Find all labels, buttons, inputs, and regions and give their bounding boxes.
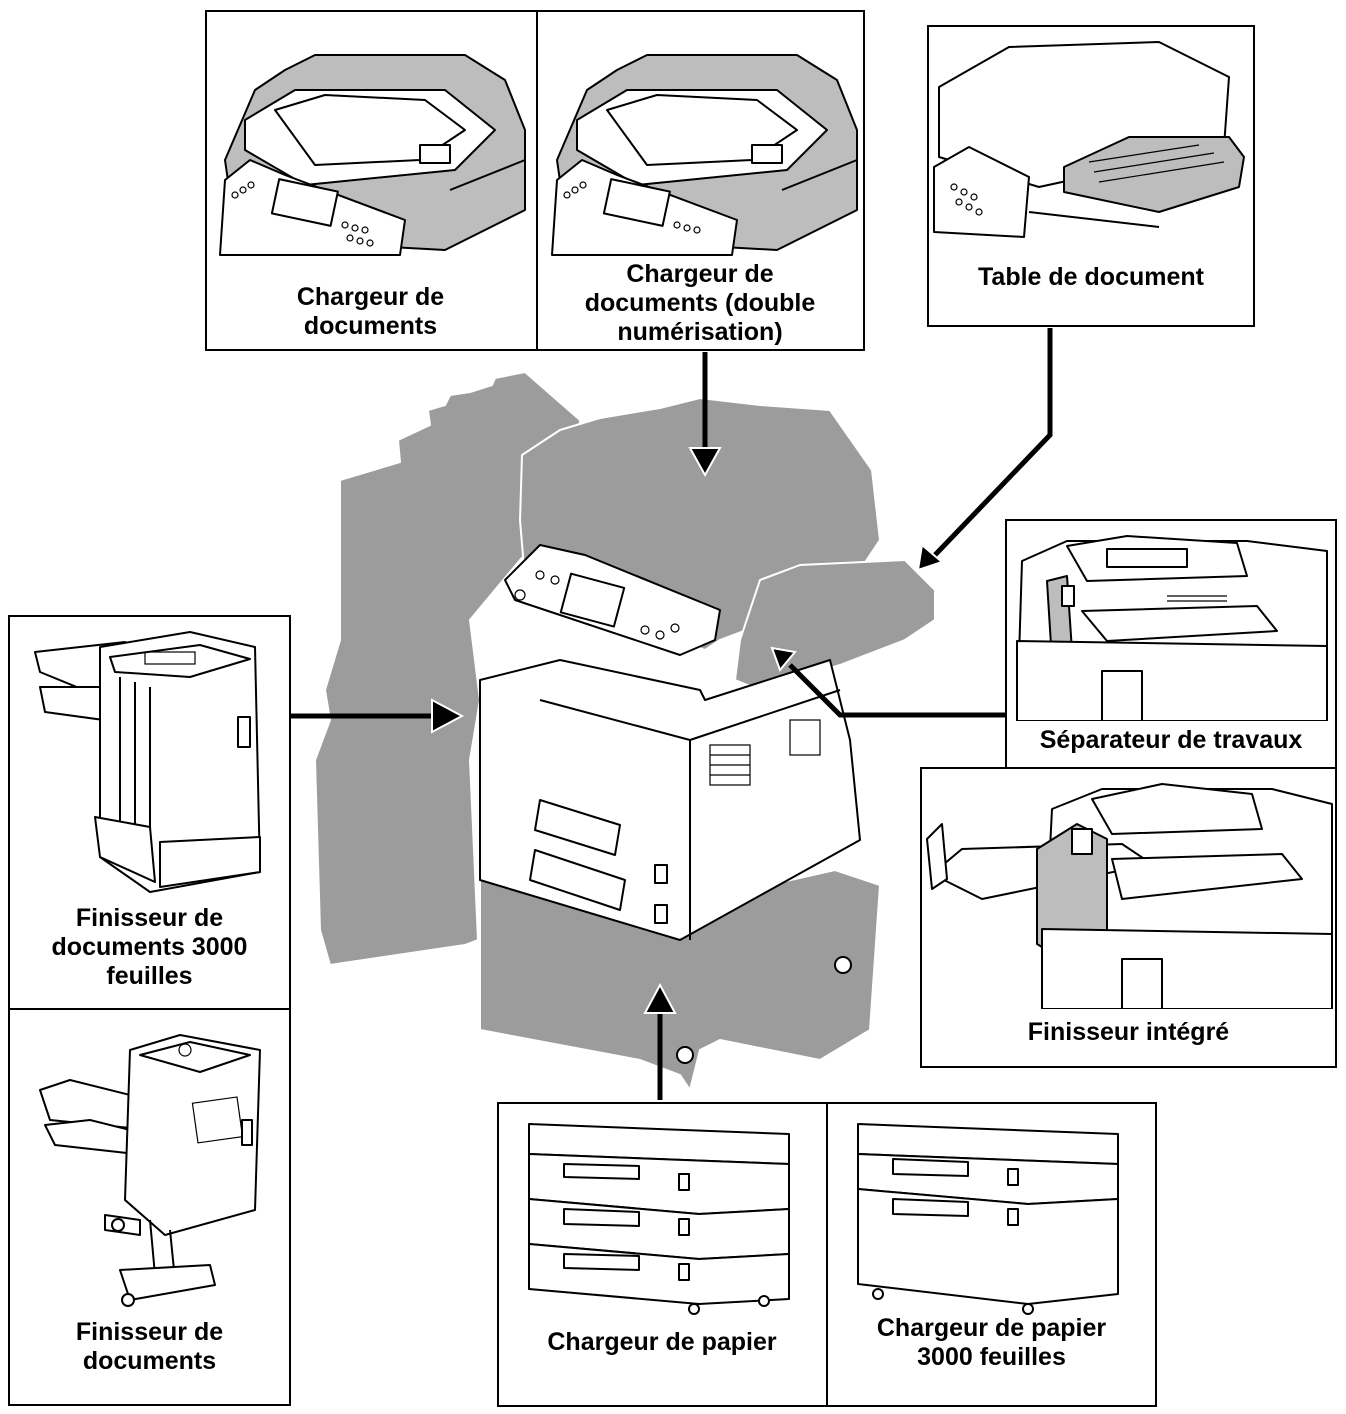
label-paper-feeder-3000: Chargeur de papier 3000 feuilles	[876, 1314, 1107, 1371]
label-paper-feeder: Chargeur de papier	[547, 1328, 777, 1356]
label-finisher-3000: Finisseur de documents 3000 feuilles	[51, 904, 248, 990]
finisher-icon	[39, 1034, 261, 1307]
document-table-icon	[933, 41, 1245, 238]
arrows	[291, 328, 1053, 1100]
arrow-finisher	[291, 698, 465, 734]
label-document-table: Table de document	[978, 263, 1204, 291]
paper-feeder-icon	[528, 1123, 790, 1315]
arrow-paper-feeder	[643, 982, 677, 1100]
label-job-separator: Séparateur de travaux	[1039, 726, 1303, 754]
finisher-3000-icon	[34, 631, 261, 893]
job-separator-icon	[1016, 535, 1328, 721]
label-built-in-finisher: Finisseur intégré	[1027, 1018, 1230, 1046]
panel-divider-feeders	[826, 1102, 828, 1407]
paper-feeder-3000-icon	[857, 1123, 1119, 1315]
cassette-1	[534, 799, 621, 856]
document-table-silhouette	[734, 559, 936, 691]
multifunction-printer-icon	[314, 371, 936, 1091]
arrow-job-separator	[770, 646, 1005, 718]
arrow-document-processor	[688, 352, 722, 478]
panel-divider	[536, 10, 538, 351]
label-document-processor: Chargeur de documents	[296, 283, 445, 340]
document-processor-dual-icon	[551, 54, 858, 256]
label-document-processor-dual: Chargeur de documents (double numérisati…	[584, 260, 816, 346]
cassette-2	[529, 849, 626, 911]
label-finisher: Finisseur de documents	[75, 1318, 224, 1375]
document-processor-icon	[219, 54, 526, 256]
arrow-document-table	[916, 328, 1053, 572]
built-in-finisher-icon	[926, 783, 1333, 1009]
